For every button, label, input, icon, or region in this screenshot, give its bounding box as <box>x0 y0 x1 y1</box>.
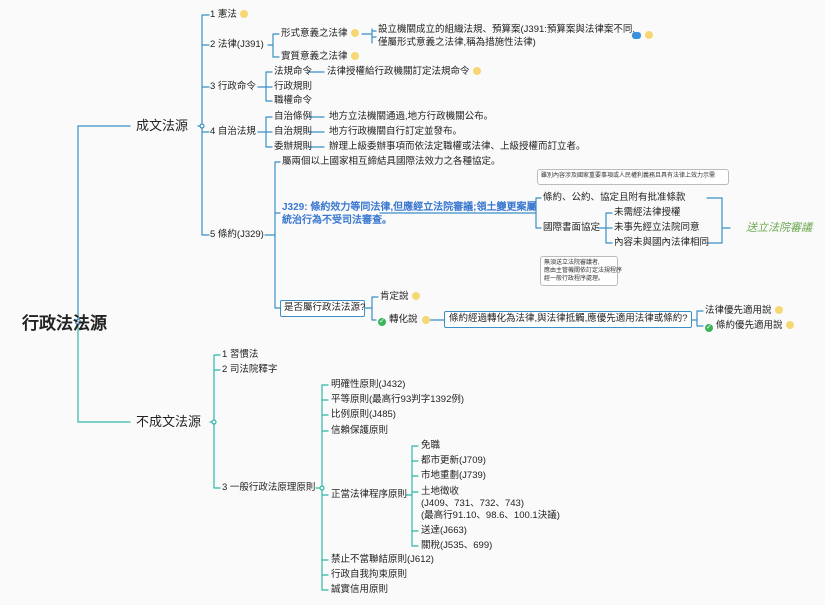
due-process-expropriation-cases[interactable]: (J409、731、732、743) <box>421 498 524 509</box>
intl-doc-sub3[interactable]: 內容未與國內法律相同 <box>614 237 710 248</box>
transform-question-node[interactable]: 條約經過轉化為法律,與法律抵觸,應優先適用法律或條約? <box>444 311 692 328</box>
check-icon: ✓ <box>378 318 386 326</box>
ordinance-node[interactable]: 自治條例 <box>274 111 313 122</box>
question-node[interactable]: 是否屬行政法法源? <box>280 300 365 317</box>
principle-equality[interactable]: 平等原則(最高行93判字1392例) <box>331 394 465 405</box>
law-first-node[interactable]: 法律優先適用說 <box>705 305 783 317</box>
thumbs-up-icon <box>239 10 248 18</box>
formal-law-label: 形式意義之法律 <box>281 28 348 39</box>
ordinance-desc-node[interactable]: 地方立法機關通過,地方行政機關公布。 <box>329 111 494 122</box>
treaty-first-node[interactable]: ✓條約優先適用說 <box>705 320 794 332</box>
root-topic[interactable]: 行政法法源 <box>22 314 107 333</box>
principle-due-process[interactable]: 正當法律程序原則 <box>331 489 408 500</box>
regulation-desc-node[interactable]: 法律授權給行政機關訂定法規命令 <box>327 66 481 78</box>
due-process-expropriation[interactable]: 土地徵收 <box>421 486 460 497</box>
formal-law-desc-2[interactable]: 僅屬形式意義之法律,稱為措施性法律) <box>378 37 536 48</box>
autonomy-rule-desc-node[interactable]: 地方行政機關自行訂定並發布。 <box>329 126 463 137</box>
thumbs-up-icon <box>422 316 430 324</box>
constitution-label: 1 憲法 <box>210 9 237 20</box>
j329-node-line2[interactable]: 統治行為不受司法審查。 <box>282 215 392 226</box>
admin-order-node[interactable]: 3 行政命令 <box>210 81 256 92</box>
transform-node[interactable]: ✓轉化說 <box>378 314 418 326</box>
intl-doc-sub2[interactable]: 未事先經立法院同意 <box>614 222 700 233</box>
delegated-rule-node[interactable]: 委辦規則 <box>274 141 313 152</box>
thumbs-up-icon <box>350 29 359 37</box>
thumbs-up-icon <box>785 321 794 329</box>
unwritten-sources-node[interactable]: 不成文法源 <box>136 414 202 429</box>
law-node[interactable]: 2 法律(J391) <box>210 39 264 50</box>
transform-question-label: 條約經過轉化為法律,與法律抵觸,應優先適用法律或條約? <box>449 313 688 324</box>
substantive-law-node[interactable]: 實質意義之法律 <box>281 51 359 63</box>
principle-clarity[interactable]: 明確性原則(J432) <box>331 379 406 390</box>
law-first-label: 法律優先適用說 <box>705 305 772 316</box>
custom-law-node[interactable]: 1 習慣法 <box>222 349 259 360</box>
note-bottom-box[interactable]: 無須送立法院審議者, 應由主管機關依訂定法規程序 經一般行政程序處理。 <box>540 256 622 286</box>
question-label: 是否屬行政法法源? <box>284 302 366 313</box>
due-process-customs[interactable]: 關稅(J535、699) <box>421 540 493 551</box>
general-principles-node[interactable]: 3 一般行政法原理原則 <box>222 482 316 493</box>
autonomy-node[interactable]: 4 自治法規 <box>210 126 256 137</box>
due-process-service[interactable]: 送達(J663) <box>421 525 467 536</box>
note-top-text: 雖別內容涉及國家重要事項或人民權利義務且具有法律上效力示需 <box>541 173 716 179</box>
note-bottom-line3: 經一般行政程序處理。 <box>544 276 605 282</box>
treaty-definition-node[interactable]: 屬兩個以上國家相互締結具國際法效力之各種協定。 <box>282 156 501 167</box>
due-process-expropriation-resolutions[interactable]: (最高行91.10、98.6、100.1決議) <box>421 510 560 521</box>
note-bottom-line2: 應由主管機關依訂定法規程序 <box>544 268 623 274</box>
treaty-first-label: 條約優先適用說 <box>716 320 783 331</box>
affirm-label: 肯定說 <box>380 291 409 302</box>
note-top-box[interactable]: 雖別內容涉及國家重要事項或人民權利義務且具有法律上效力示需 <box>537 169 729 185</box>
treaty-node[interactable]: 5 條約(J329) <box>210 229 264 240</box>
note-bottom-line1: 無須送立法院審議者, <box>544 260 600 266</box>
judicial-interpretation-node[interactable]: 2 司法院釋字 <box>222 364 278 375</box>
principle-no-improper-linkage[interactable]: 禁止不當聯結原則(J612) <box>331 554 434 565</box>
due-process-urban-renewal[interactable]: 都市更新(J709) <box>421 455 486 466</box>
regulation-node[interactable]: 法規命令 <box>274 66 313 77</box>
principle-self-binding[interactable]: 行政自我拘束原則 <box>331 569 408 580</box>
admin-rules-node[interactable]: 行政規則 <box>274 81 313 92</box>
check-icon: ✓ <box>705 324 713 332</box>
authority-order-node[interactable]: 職權命令 <box>274 95 313 106</box>
substantive-law-label: 實質意義之法律 <box>281 51 348 62</box>
due-process-land-readjustment[interactable]: 市地重劃(J739) <box>421 470 486 481</box>
thumbs-up-icon <box>411 292 420 300</box>
delegated-rule-desc-node[interactable]: 辦理上級委辦事項而依法定職權或法律、上級授權而訂立者。 <box>329 141 586 152</box>
autonomy-rule-node[interactable]: 自治規則 <box>274 126 313 137</box>
intl-doc-node[interactable]: 國際書面協定 <box>543 222 601 233</box>
affirm-node[interactable]: 肯定說 <box>380 291 420 303</box>
thumbs-up-icon <box>472 67 481 75</box>
thumbs-up-icon <box>774 306 783 314</box>
constitution-node[interactable]: 1 憲法 <box>210 9 248 21</box>
intl-doc-sub1[interactable]: 未需經法律授權 <box>614 207 681 218</box>
thumbs-up-icon <box>645 31 653 39</box>
written-sources-node[interactable]: 成文法源 <box>136 118 189 133</box>
formal-law-node[interactable]: 形式意義之法律 <box>281 28 359 40</box>
formal-law-desc-1[interactable]: 設立機關成立的組織法規、預算案(J391:預算案與法律案不同, <box>378 24 636 35</box>
transform-label: 轉化說 <box>389 314 418 325</box>
due-process-dismissal[interactable]: 免職 <box>421 440 441 451</box>
principle-good-faith[interactable]: 誠實信用原則 <box>331 584 389 595</box>
regulation-desc-label: 法律授權給行政機關訂定法規命令 <box>327 66 470 77</box>
principle-proportionality[interactable]: 比例原則(J485) <box>331 409 396 420</box>
thumbs-up-icon <box>350 52 359 60</box>
principle-trust[interactable]: 信賴保護原則 <box>331 425 389 436</box>
legislature-review-label[interactable]: 送立法院審議 <box>746 222 812 234</box>
comment-icon[interactable] <box>632 32 641 39</box>
treaty-item-node[interactable]: 條約、公約、協定且附有批准條款 <box>543 192 686 203</box>
j329-node-line1[interactable]: J329: 條約效力等同法律,但應經立法院審議;領土變更案屬 <box>282 202 537 213</box>
